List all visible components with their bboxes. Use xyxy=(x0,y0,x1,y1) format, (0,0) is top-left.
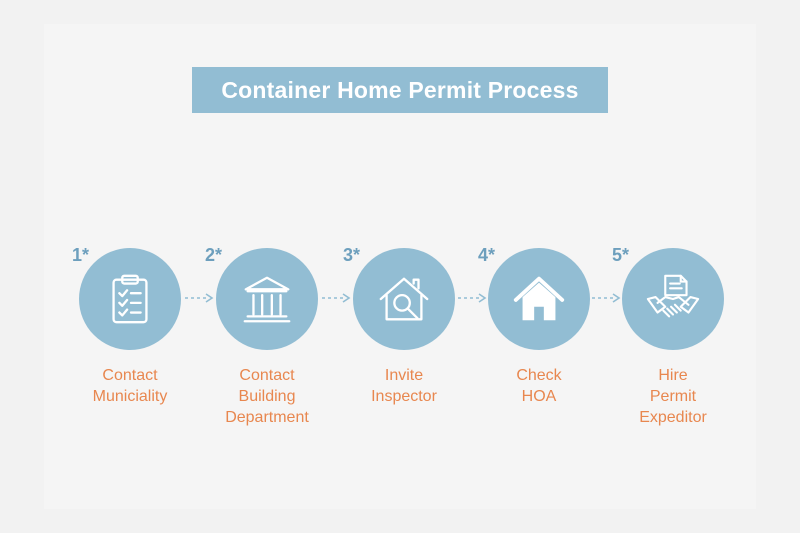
step-circle xyxy=(622,248,724,350)
step-number: 2* xyxy=(205,245,223,265)
dashed-arrow-4 xyxy=(592,293,621,303)
step-number: 1* xyxy=(72,245,90,265)
step-circle xyxy=(216,248,318,350)
step-label: Hire Permit Expeditor xyxy=(639,367,707,426)
step-number: 4* xyxy=(478,245,496,265)
house-magnifier-icon xyxy=(379,277,429,321)
title-banner: Container Home Permit Process xyxy=(192,67,608,113)
step-circle xyxy=(488,248,590,350)
step-number: 3* xyxy=(343,245,361,265)
step-label: Contact Building Department xyxy=(225,367,309,426)
handshake-document-icon xyxy=(646,274,700,318)
government-building-icon xyxy=(243,276,291,323)
step-label: Invite Inspector xyxy=(371,367,437,405)
step-number: 5* xyxy=(612,245,630,265)
step-circle xyxy=(79,248,181,350)
clipboard-checklist-icon xyxy=(112,274,148,324)
house-icon xyxy=(513,276,565,321)
step-label: Check HOA xyxy=(516,367,562,405)
dashed-arrow-3 xyxy=(458,293,487,303)
step-circle xyxy=(353,248,455,350)
diagram-title: Container Home Permit Process xyxy=(221,76,579,103)
dashed-arrow-2 xyxy=(322,293,351,303)
step-label: Contact Municiality xyxy=(92,367,168,405)
dashed-arrow-1 xyxy=(185,293,214,303)
